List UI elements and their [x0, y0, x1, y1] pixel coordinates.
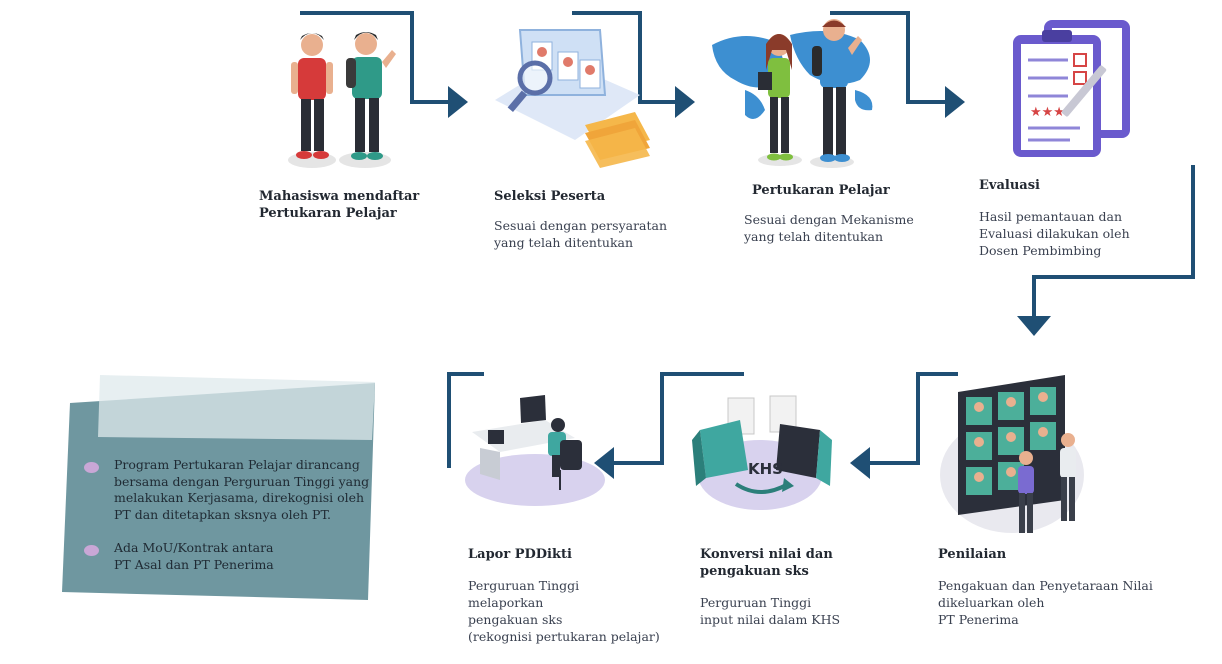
arrow-left-5	[850, 447, 870, 479]
step-4-title: Evaluasi	[979, 178, 1040, 193]
selection-magnifier-icon	[495, 29, 650, 168]
step-4-description: Hasil pemantauan dan Evaluasi dilakukan …	[979, 209, 1130, 258]
arrow-down-4	[1017, 316, 1051, 336]
note-item-1: Program Pertukaran Pelajar dirancang ber…	[114, 457, 370, 522]
step-6: Konversi nilai dan pengakuan sks Perguru…	[700, 546, 900, 628]
step-2-description: Sesuai dengan persyaratan yang telah dit…	[494, 218, 668, 250]
step-5-title: Penilaian	[938, 547, 1007, 562]
note-bullet-1	[84, 462, 99, 473]
step-3-title: Pertukaran Pelajar	[752, 183, 890, 198]
step-4: Evaluasi Hasil pemantauan dan Evaluasi d…	[979, 177, 1179, 259]
svg-text:★★★: ★★★	[1030, 105, 1065, 120]
arrow-right-3	[945, 86, 965, 118]
connector-5-6	[868, 372, 958, 465]
note-card	[62, 375, 375, 600]
students-icon	[288, 32, 396, 168]
report-desk-icon	[465, 395, 605, 506]
step-1-title: Mahasiswa mendaftar Pertukaran Pelajar	[259, 189, 420, 221]
connector-7-end	[447, 372, 484, 468]
connector-4-5	[1032, 165, 1195, 318]
khs-label: KHS	[748, 460, 783, 478]
note-item-2: Ada MoU/Kontrak antara PT Asal dan PT Pe…	[114, 540, 274, 572]
step-2: Seleksi Peserta Sesuai dengan persyarata…	[494, 188, 694, 251]
step-5: Penilaian Pengakuan dan Penyetaraan Nila…	[938, 546, 1178, 628]
world-map-exchange-icon	[712, 19, 873, 168]
step-7-description: Perguruan Tinggi melaporkan pengakuan sk…	[468, 578, 660, 644]
note-bullet-2	[84, 545, 99, 556]
step-7: Lapor PDDikti Perguruan Tinggi melaporka…	[468, 546, 668, 645]
step-6-title: Konversi nilai dan pengakuan sks	[700, 547, 833, 579]
step-1: Mahasiswa mendaftar Pertukaran Pelajar	[259, 188, 439, 222]
assessment-screen-icon	[940, 375, 1084, 533]
step-5-description: Pengakuan dan Penyetaraan Nilai dikeluar…	[938, 578, 1153, 627]
evaluation-clipboard-icon: ★★★	[1013, 20, 1130, 157]
connector-6-7	[612, 372, 744, 465]
connector-2-3	[572, 11, 676, 104]
step-7-title: Lapor PDDikti	[468, 547, 572, 562]
khs-conversion-icon	[692, 395, 832, 510]
step-2-title: Seleksi Peserta	[494, 189, 606, 204]
arrow-right-2	[675, 86, 695, 118]
connector-1-2	[300, 11, 450, 104]
step-3: Pertukaran Pelajar Sesuai dengan Mekanis…	[744, 182, 944, 245]
arrow-right-1	[448, 86, 468, 118]
step-3-description: Sesuai dengan Mekanisme yang telah diten…	[744, 212, 914, 244]
step-6-description: Perguruan Tinggi input nilai dalam KHS	[700, 595, 841, 627]
arrow-left-6	[594, 447, 614, 479]
connector-3-4	[830, 11, 946, 104]
